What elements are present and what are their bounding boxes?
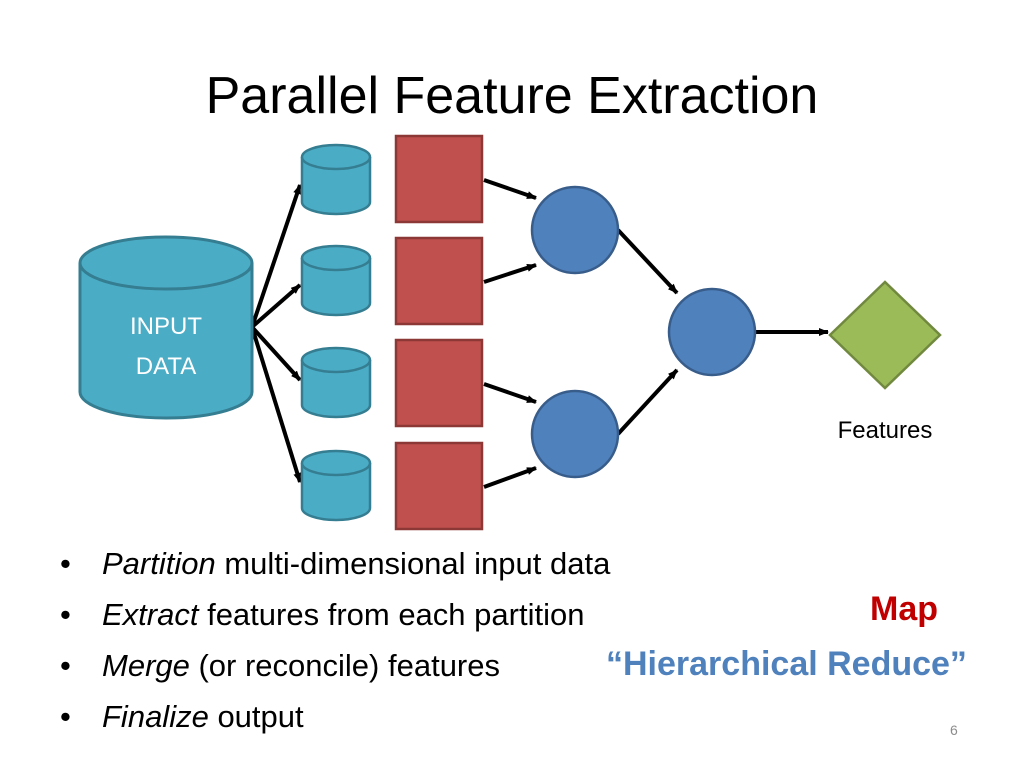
partition-cylinders [300, 143, 372, 522]
bullet-merge-keyword: Merge [102, 648, 190, 683]
bullet-finalize-text: output [208, 699, 304, 734]
input-data-cylinder: INPUT DATA [78, 235, 254, 420]
merge-node-final [667, 287, 757, 377]
partition-cylinder-2 [300, 244, 372, 317]
bullet-extract-keyword: Extract [102, 597, 199, 632]
merge-nodes [530, 185, 757, 479]
arrow-input-to-partition-2 [250, 283, 302, 329]
arrow-extract-1-to-merge-top [483, 178, 537, 200]
arrow-input-to-partition-4 [250, 326, 302, 483]
merge-arrows [483, 178, 829, 489]
arrow-extract-2-to-merge-top [483, 263, 537, 284]
bullet-merge-text: (or reconcile) features [189, 648, 500, 683]
partition-cylinder-1 [300, 143, 372, 216]
features-diamond [828, 280, 942, 390]
map-label: Map [870, 590, 938, 628]
extractor-square-1 [394, 134, 484, 224]
extractor-square-4 [394, 441, 484, 531]
merge-node-top [530, 185, 620, 275]
bullet-extract: Extract features from each partition [58, 589, 610, 640]
page-number: 6 [950, 722, 958, 738]
arrow-extract-4-to-merge-bottom [483, 466, 537, 489]
extractor-square-3 [394, 338, 484, 428]
input-label-line2: DATA [136, 353, 196, 380]
partition-cylinder-3 [300, 346, 372, 419]
bullet-finalize: Finalize output [58, 691, 610, 742]
arrow-merge-top-to-final [616, 228, 679, 295]
extractor-squares [394, 134, 484, 531]
features-label: Features [838, 417, 933, 444]
input-arrows [250, 184, 302, 483]
bullet-partition-keyword: Partition [102, 546, 216, 581]
merge-node-bottom [530, 389, 620, 479]
bullet-partition: Partition multi-dimensional input data [58, 538, 610, 589]
arrow-input-to-partition-1 [250, 184, 302, 328]
bullet-list: Partition multi-dimensional input data E… [58, 538, 610, 742]
arrow-input-to-partition-3 [250, 325, 302, 382]
arrow-merge-bottom-to-final [616, 368, 679, 436]
bullet-merge: Merge (or reconcile) features [58, 640, 610, 691]
slide-title: Parallel Feature Extraction [205, 67, 819, 125]
extractor-square-2 [394, 236, 484, 326]
arrow-extract-3-to-merge-bottom [483, 382, 537, 404]
input-cylinder-body [78, 263, 254, 420]
bullet-extract-text: features from each partition [198, 597, 585, 632]
hierarchical-reduce-label: “Hierarchical Reduce” [606, 645, 967, 683]
input-cylinder-top [78, 235, 254, 291]
bullet-finalize-keyword: Finalize [102, 699, 209, 734]
input-label-line1: INPUT [130, 313, 202, 340]
bullet-partition-text: multi-dimensional input data [215, 546, 611, 581]
partition-cylinder-4 [300, 449, 372, 522]
